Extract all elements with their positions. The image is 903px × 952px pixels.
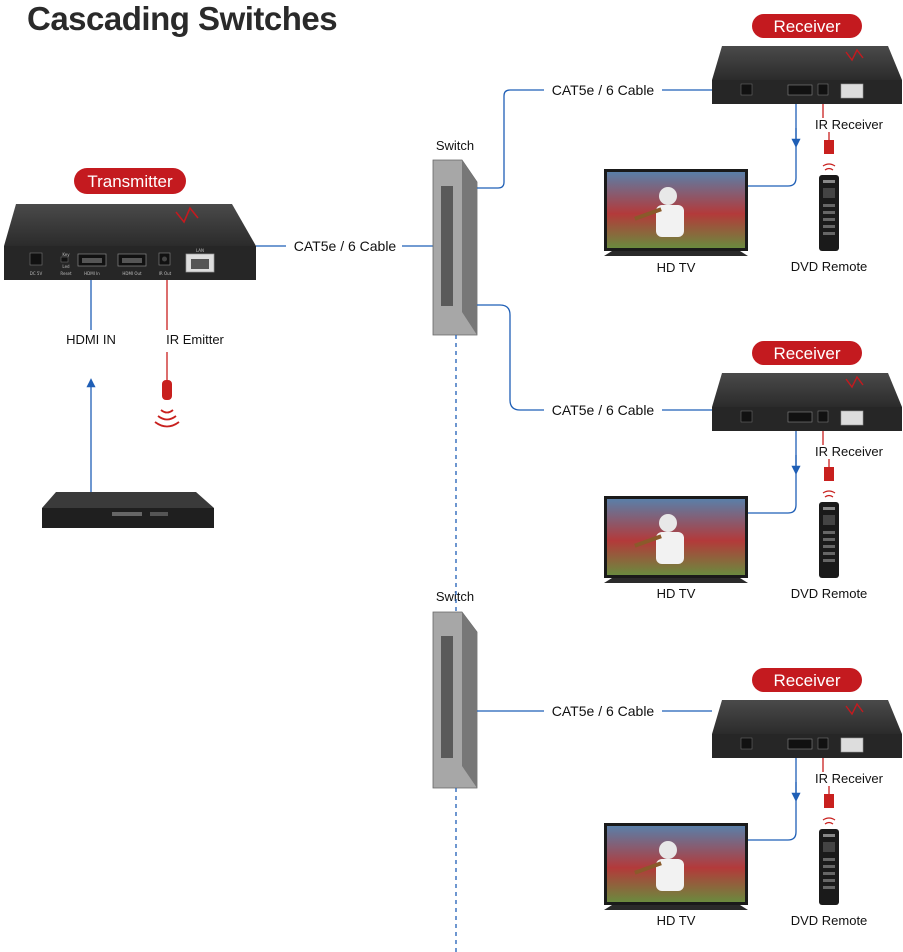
transmitter-device: DC 5V Key Led Reset HDMI In HDMI Out IR … [4, 204, 256, 280]
receiver-2-ir-receiver-icon [824, 467, 834, 481]
port-label-key: Key [62, 252, 70, 257]
transmitter-badge [74, 168, 186, 194]
port-label-hdmi-out: HDMI Out [122, 271, 142, 276]
cable-to-receiver-1 [477, 89, 544, 189]
dc-port [29, 252, 43, 266]
transmitter-badge-label: Transmitter [87, 172, 173, 191]
receiver-3-remote-label: DVD Remote [791, 913, 868, 928]
ir-signal-icon [154, 409, 180, 428]
receiver-3-tv-icon [604, 823, 748, 910]
port-label-ir-out: IR Out [159, 271, 172, 276]
receiver-3-cable-label: CAT5e / 6 Cable [552, 703, 655, 719]
diagram-title: Cascading Switches [27, 0, 338, 37]
port-label-dc: DC 5V [30, 271, 43, 276]
receiver-2-remote-icon [819, 490, 839, 578]
receiver-1-ir-label: IR Receiver [815, 117, 884, 132]
receiver-1-cable-label: CAT5e / 6 Cable [552, 82, 655, 98]
receiver-3-badge: Receiver [773, 671, 840, 690]
cable-to-receiver-2 [477, 304, 544, 411]
transmitter: Transmitter DC 5V Key Led Reset HDMI In … [4, 168, 433, 528]
switch-2-label: Switch [436, 589, 474, 604]
port-label-hdmi-in: HDMI In [84, 271, 100, 276]
receiver-2-badge: Receiver [773, 344, 840, 363]
port-label-led: Led [62, 264, 70, 269]
receiver-2-tv-label: HD TV [657, 586, 696, 601]
receiver-2: Receiver IR Receiver HD TV [604, 341, 902, 601]
receiver-3-tv-label: HD TV [657, 913, 696, 928]
ir-emitter-label: IR Emitter [166, 332, 224, 347]
receiver-1: Receiver IR Receiver HD TV [604, 14, 902, 275]
receiver-3-ir-receiver-icon [824, 794, 834, 808]
receiver-2-cable-label: CAT5e / 6 Cable [552, 402, 655, 418]
receiver-1-badge: Receiver [773, 17, 840, 36]
ir-emitter-icon [162, 380, 172, 400]
hdmi-in-label: HDMI IN [66, 332, 116, 347]
switch-2: Switch [432, 589, 478, 789]
receiver-1-remote-label: DVD Remote [791, 259, 868, 274]
receiver-3-ir-label: IR Receiver [815, 771, 884, 786]
switch-1-label: Switch [436, 138, 474, 153]
receiver-2-tv-icon [604, 496, 748, 583]
receiver-2-ir-label: IR Receiver [815, 444, 884, 459]
receiver-1-ir-receiver-icon [824, 140, 834, 154]
receiver-1-remote-icon [819, 163, 839, 251]
receiver-2-remote-label: DVD Remote [791, 586, 868, 601]
receiver-1-tv-icon [604, 169, 748, 256]
receiver-3-remote-icon [819, 817, 839, 905]
transmitter-cable-label: CAT5e / 6 Cable [294, 238, 397, 254]
receiver-1-tv-label: HD TV [657, 260, 696, 275]
switch-1: Switch [432, 138, 478, 336]
port-label-reset: Reset [60, 271, 72, 276]
receiver-3: Receiver IR Receiver HD TV [604, 668, 902, 928]
port-label-lan: LAN [196, 248, 204, 253]
dvd-player-icon [42, 492, 214, 528]
